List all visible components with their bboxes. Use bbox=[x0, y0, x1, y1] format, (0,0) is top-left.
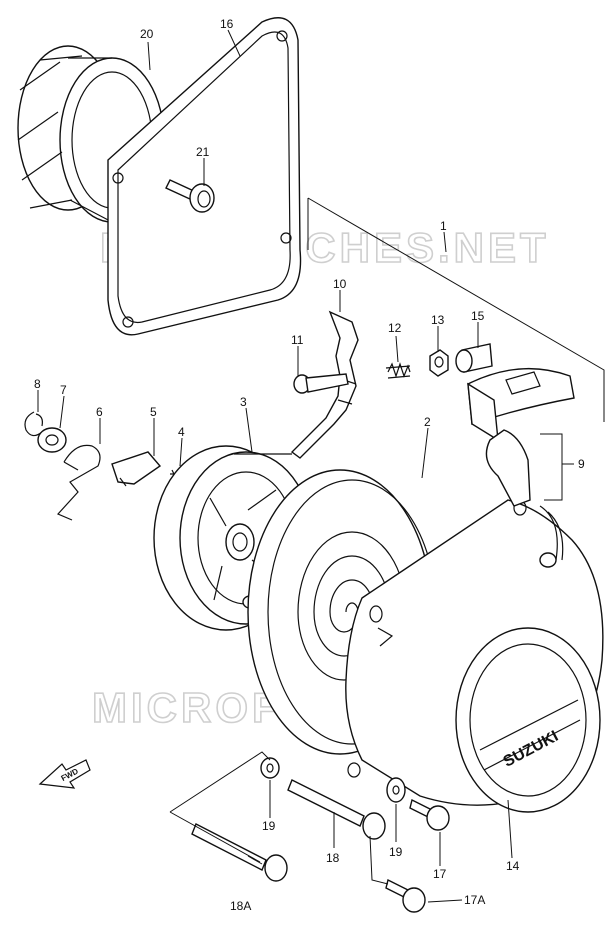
part-17-bolt bbox=[409, 798, 450, 831]
part-14-starter-case: SUZUKI bbox=[345, 499, 604, 813]
part-12-spring bbox=[385, 362, 411, 379]
callout-8: 8 bbox=[34, 377, 41, 391]
part-13-nut bbox=[429, 349, 449, 377]
callout-10: 10 bbox=[333, 277, 347, 291]
callout-1: 1 bbox=[440, 219, 447, 233]
part-7-washer bbox=[37, 427, 67, 453]
callout-18: 18 bbox=[326, 851, 340, 865]
callout-9: 9 bbox=[578, 457, 585, 471]
callout-19-left: 19 bbox=[262, 819, 276, 833]
callout-5: 5 bbox=[150, 405, 157, 419]
part-18-long-bolt bbox=[287, 779, 386, 840]
callout-7: 7 bbox=[60, 383, 67, 397]
part-18a-long-bolt bbox=[191, 823, 288, 882]
callout-11: 11 bbox=[291, 333, 304, 347]
callout-4: 4 bbox=[178, 425, 185, 439]
callout-2: 2 bbox=[424, 415, 431, 429]
callout-3: 3 bbox=[240, 395, 247, 409]
part-9-handle bbox=[467, 368, 575, 568]
part-5-pawl bbox=[111, 451, 162, 487]
callout-17a: 17A bbox=[464, 893, 485, 907]
callout-19-right: 19 bbox=[389, 845, 403, 859]
leader-lines bbox=[37, 29, 574, 903]
callout-18a: 18A bbox=[230, 899, 251, 913]
callout-16: 16 bbox=[220, 17, 234, 31]
callout-17: 17 bbox=[433, 867, 447, 881]
bracket-1 bbox=[307, 197, 605, 422]
part-8-circlip bbox=[24, 411, 43, 437]
callout-20: 20 bbox=[140, 27, 154, 41]
callout-13: 13 bbox=[431, 313, 445, 327]
part-17a-bolt bbox=[385, 878, 426, 913]
callout-21: 21 bbox=[196, 145, 210, 159]
part-21-bolt bbox=[165, 179, 215, 213]
part-6-spring-wire bbox=[56, 444, 101, 521]
callouts: 1 2 3 4 5 6 7 8 9 10 11 12 13 14 15 16 1… bbox=[34, 17, 585, 913]
part-19-washer-b bbox=[386, 777, 406, 803]
part-15-collar bbox=[455, 343, 493, 373]
part-11-bolt bbox=[293, 373, 349, 394]
callout-14: 14 bbox=[506, 859, 520, 873]
part-19-washer-a bbox=[260, 757, 280, 779]
callout-15: 15 bbox=[471, 309, 485, 323]
callout-6: 6 bbox=[96, 405, 103, 419]
callout-12: 12 bbox=[388, 321, 402, 335]
fwd-arrow-icon: FWD bbox=[38, 759, 91, 789]
